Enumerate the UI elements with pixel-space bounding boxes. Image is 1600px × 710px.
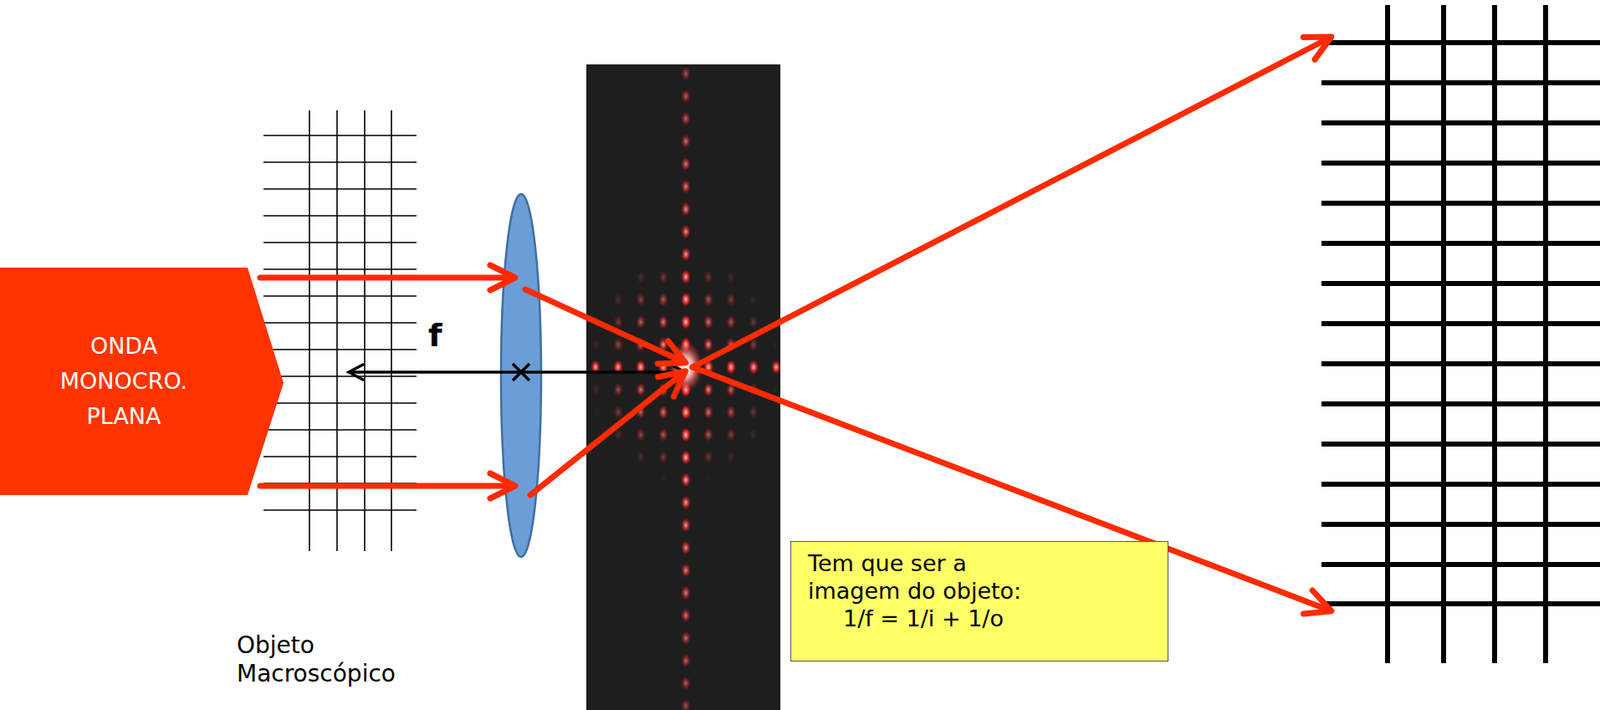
focal-length-label: f bbox=[428, 316, 443, 355]
note-box: Tem que ser a imagem do objeto:1/f = 1/i… bbox=[790, 541, 1169, 662]
light-rays bbox=[260, 37, 1330, 611]
note-text: Tem que ser a imagem do objeto: bbox=[807, 550, 1059, 606]
wave-source-arrow: ONDA MONOCRO. PLANA bbox=[0, 267, 284, 496]
image-grid bbox=[1321, 5, 1600, 664]
lens-center-mark bbox=[512, 363, 530, 381]
focal-length-arrow bbox=[349, 370, 685, 374]
lens bbox=[500, 194, 542, 558]
wave-label: ONDA MONOCRO. PLANA bbox=[51, 328, 198, 435]
object-caption: Objeto Macroscópico bbox=[236, 631, 421, 689]
formula: 1/f = 1/i + 1/o bbox=[807, 605, 1094, 634]
